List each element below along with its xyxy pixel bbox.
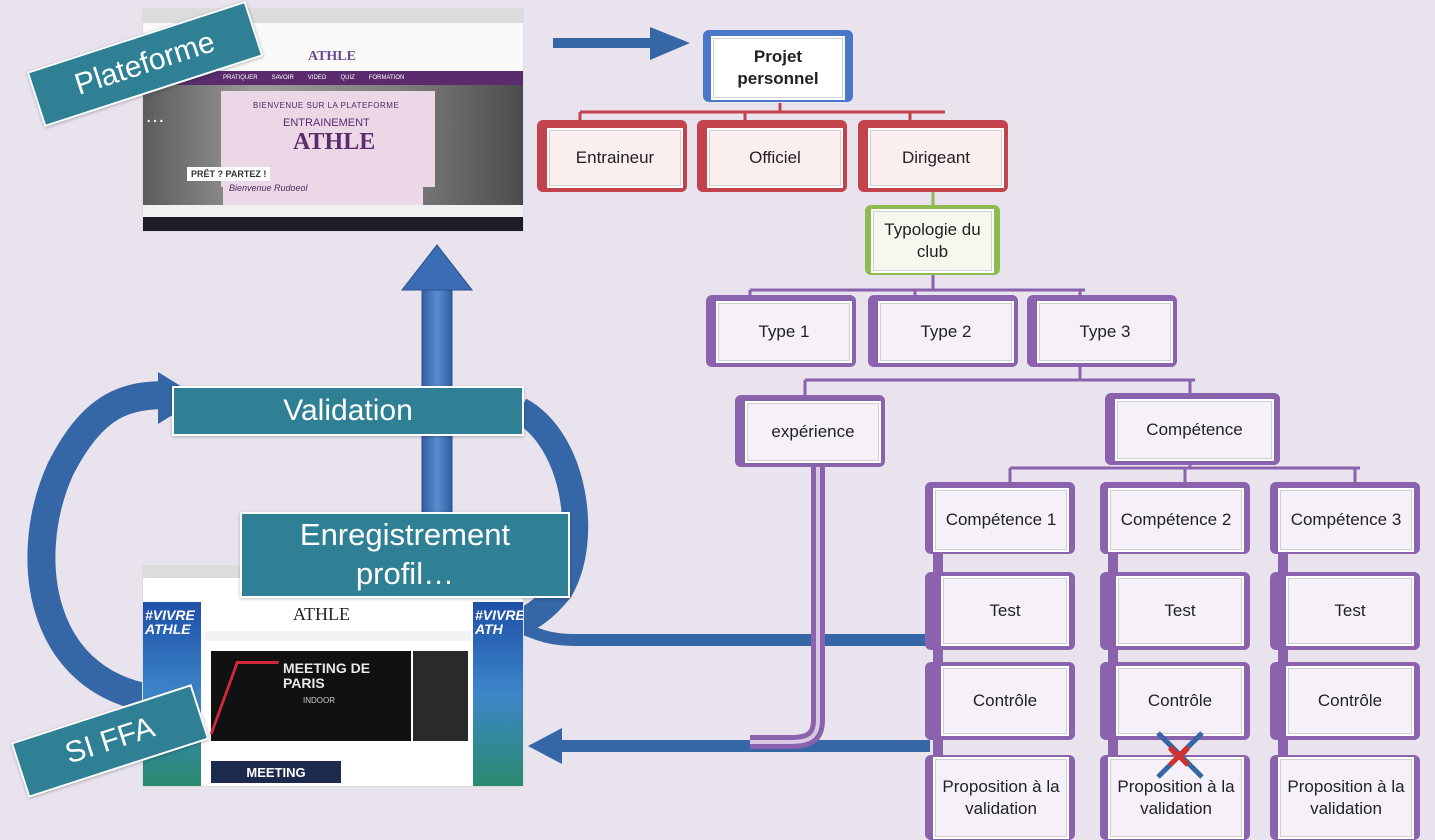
meeting-title: MEETING DE PARIS: [283, 660, 371, 692]
node-competence-2-label: Compétence 2: [1110, 490, 1242, 550]
node-proposition-1: Proposition à la validation: [925, 755, 1075, 840]
node-type3: Type 3: [1027, 295, 1177, 367]
taskbar: [143, 217, 523, 231]
node-type1: Type 1: [706, 295, 856, 367]
node-root-label: Projet personnel: [713, 38, 843, 98]
node-competence-1: Compétence 1: [925, 482, 1075, 554]
side-news-column: [413, 651, 468, 741]
node-typologie-label: Typologie du club: [873, 211, 992, 271]
connector-root-level1: [578, 103, 945, 122]
node-competence-label: Compétence: [1117, 401, 1272, 459]
node-type2-label: Type 2: [880, 303, 1012, 361]
node-test-3-label: Test: [1288, 578, 1412, 644]
meeting-hero: [211, 651, 411, 741]
node-entraineur: Entraineur: [537, 120, 687, 192]
node-root: Projet personnel: [703, 30, 853, 102]
node-dirigeant: Dirigeant: [858, 120, 1008, 192]
connector-type3-branches: [803, 367, 1195, 395]
node-type1-label: Type 1: [718, 303, 850, 361]
arrow-to-projet: [553, 27, 690, 60]
meeting-bottom: MEETING: [211, 761, 341, 783]
node-type3-label: Type 3: [1039, 303, 1171, 361]
node-controle-2: Contrôle: [1100, 662, 1250, 740]
node-experience-label: expérience: [747, 403, 879, 461]
node-test-1: Test: [925, 572, 1075, 650]
node-controle-1-label: Contrôle: [943, 668, 1067, 734]
arrow-test-to-siffa: [500, 612, 930, 646]
node-test-1-label: Test: [943, 578, 1067, 644]
node-test-2: Test: [1100, 572, 1250, 650]
category-bar: [205, 631, 471, 641]
vivre-right: #VIVRE ATH: [475, 607, 524, 637]
bienvenue-text: Bienvenue Rudoeol: [223, 183, 423, 205]
arrow-experience-to-siffa: [750, 460, 825, 749]
node-officiel: Officiel: [697, 120, 847, 192]
node-controle-2-label: Contrôle: [1118, 668, 1242, 734]
node-proposition-3-label: Proposition à la validation: [1280, 759, 1412, 837]
hero-athle: ATHLE: [293, 129, 376, 155]
site-menu: PRATIQUER SAVOIR VIDEO QUIZ FORMATION: [143, 71, 523, 85]
arrow-proposition-to-siffa: [528, 728, 930, 764]
node-proposition-2: Proposition à la validation: [1100, 755, 1250, 840]
node-entraineur-label: Entraineur: [549, 130, 681, 186]
node-test-3: Test: [1270, 572, 1420, 650]
node-experience: expérience: [735, 395, 885, 467]
node-controle-3: Contrôle: [1270, 662, 1420, 740]
node-officiel-label: Officiel: [709, 130, 841, 186]
vivre-left: #VIVRE ATHLE: [145, 607, 195, 637]
node-dirigeant-label: Dirigeant: [870, 130, 1002, 186]
node-competence-3: Compétence 3: [1270, 482, 1420, 554]
node-competence-1-label: Compétence 1: [935, 490, 1067, 550]
hero-entrainement: ENTRAINEMENT: [283, 117, 370, 129]
node-type2: Type 2: [868, 295, 1018, 367]
node-typologie: Typologie du club: [865, 205, 1000, 275]
node-test-2-label: Test: [1118, 578, 1242, 644]
ellipsis-text: …: [145, 105, 165, 127]
enregistrement-label: Enregistrement profil…: [240, 512, 570, 598]
node-controle-1: Contrôle: [925, 662, 1075, 740]
menu-item: SAVOIR: [271, 75, 294, 81]
validation-label: Validation: [172, 386, 524, 436]
cross-overlay: [1156, 731, 1204, 779]
pret-partez: PRÊT ? PARTEZ !: [187, 167, 271, 181]
node-competence-2: Compétence 2: [1100, 482, 1250, 554]
side-banner-right: [473, 602, 523, 786]
node-controle-3-label: Contrôle: [1288, 668, 1412, 734]
siffa-screenshot: #VIVRE ATHLE #VIVRE ATH ATHLE MEETING DE…: [142, 565, 524, 787]
ffa-logo: ATHLE: [293, 604, 350, 624]
site-logo: ATHLE: [308, 49, 356, 64]
menu-item: FORMATION: [368, 75, 405, 81]
menu-item: QUIZ: [340, 75, 355, 81]
menu-item: PRATIQUER: [223, 75, 258, 81]
node-proposition-1-label: Proposition à la validation: [935, 759, 1067, 837]
hero-welcome: BIENVENUE SUR LA PLATEFORME: [253, 101, 400, 110]
meeting-sub: INDOOR: [303, 696, 335, 705]
node-competence-3-label: Compétence 3: [1280, 490, 1412, 550]
node-competence: Compétence: [1105, 393, 1280, 465]
node-proposition-3: Proposition à la validation: [1270, 755, 1420, 840]
menu-item: VIDEO: [307, 75, 327, 81]
